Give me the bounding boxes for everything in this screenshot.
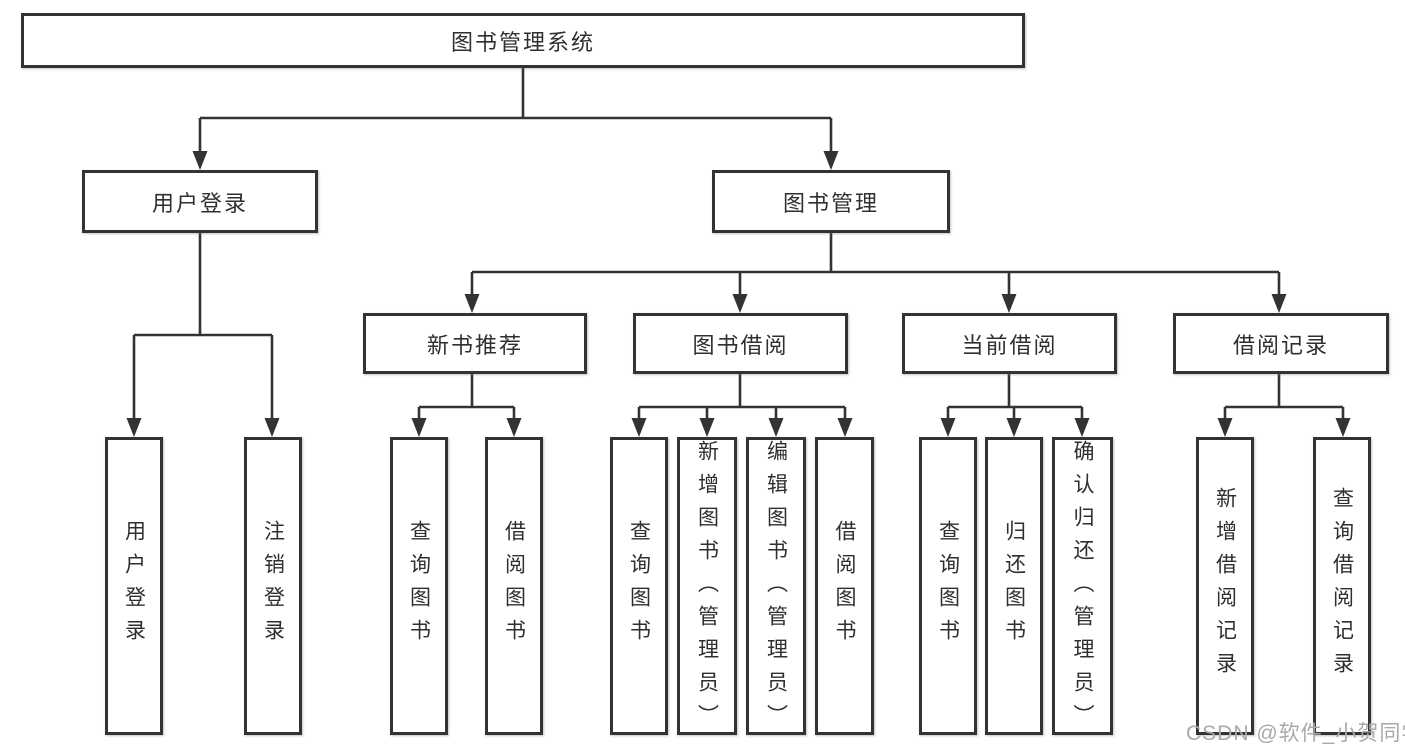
node-current-borrow-label: 当前借阅	[961, 332, 1058, 358]
leaf-borrow-book-label: 借阅图书	[833, 520, 856, 652]
leaf-borrow-query-book: 查询图书	[610, 437, 668, 735]
leaf-edit-book-admin: 编辑图书（管理员）	[746, 437, 806, 737]
watermark: CSDN @软件_小贺同学	[1186, 722, 1405, 745]
leaf-logout: 注销登录	[244, 437, 302, 735]
tree-edges	[132, 68, 1345, 421]
leaf-recommend-borrow-book-label: 借阅图书	[502, 520, 526, 652]
node-current-borrow: 当前借阅	[902, 313, 1117, 374]
leaf-confirm-return-admin: 确认归还（管理员）	[1052, 437, 1113, 737]
node-book-management-label: 图书管理	[782, 190, 879, 216]
leaf-add-borrow-record-label: 新增借阅记录	[1213, 487, 1237, 685]
leaf-confirm-return-admin-label: 确认归还（管理员）	[1071, 440, 1094, 737]
leaf-query-borrow-record: 查询借阅记录	[1313, 437, 1371, 735]
leaf-edit-book-admin-label: 编辑图书（管理员）	[764, 440, 788, 737]
arrowheads	[126, 151, 1351, 437]
leaf-current-query-book: 查询图书	[919, 437, 977, 735]
leaf-add-book-admin: 新增图书（管理员）	[677, 437, 737, 737]
leaf-current-query-book-label: 查询图书	[936, 520, 960, 652]
node-book-borrow-label: 图书借阅	[692, 332, 789, 358]
node-user-login: 用户登录	[82, 170, 318, 233]
leaf-borrow-book: 借阅图书	[815, 437, 874, 735]
node-new-book-recommend-label: 新书推荐	[426, 332, 523, 358]
leaf-query-borrow-record-label: 查询借阅记录	[1330, 487, 1354, 685]
leaf-recommend-query-book-label: 查询图书	[407, 520, 431, 652]
node-book-management: 图书管理	[712, 170, 950, 233]
node-system-root: 图书管理系统	[21, 13, 1025, 68]
leaf-recommend-borrow-book: 借阅图书	[485, 437, 543, 735]
leaf-recommend-query-book: 查询图书	[390, 437, 448, 735]
node-system-root-label: 图书管理系统	[450, 29, 595, 55]
node-new-book-recommend: 新书推荐	[363, 313, 587, 374]
leaf-add-book-admin-label: 新增图书（管理员）	[695, 440, 719, 737]
node-book-borrow: 图书借阅	[633, 313, 848, 374]
leaf-borrow-query-book-label: 查询图书	[627, 520, 651, 652]
leaf-return-book-label: 归还图书	[1002, 520, 1026, 652]
node-user-login-label: 用户登录	[151, 190, 248, 216]
leaf-logout-label: 注销登录	[261, 520, 285, 652]
node-borrow-record-label: 借阅记录	[1232, 332, 1329, 358]
node-borrow-record: 借阅记录	[1173, 313, 1389, 374]
leaf-return-book: 归还图书	[985, 437, 1043, 735]
leaf-user-login: 用户登录	[105, 437, 163, 735]
leaf-user-login-label: 用户登录	[122, 520, 146, 652]
leaf-add-borrow-record: 新增借阅记录	[1196, 437, 1254, 735]
